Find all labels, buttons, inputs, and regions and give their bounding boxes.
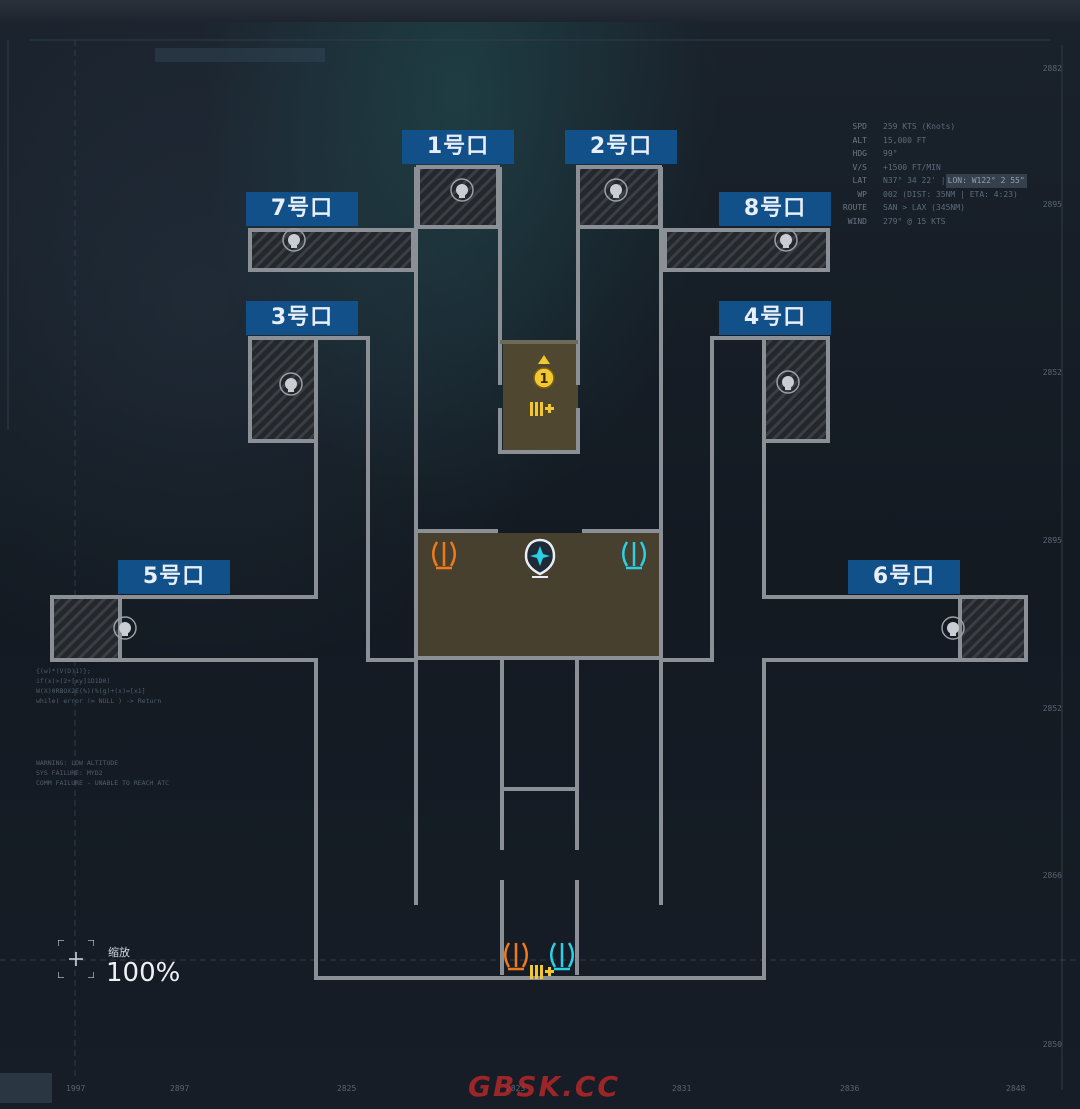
ruler-tick: 2882 xyxy=(1042,64,1062,73)
code-line: SYS FAILURE: MYD2 xyxy=(36,769,103,777)
code-block-1: {(w)*(V(D)1)}; if(x)>(2+[xy]1D1D0) W(X)0… xyxy=(36,666,161,706)
ruler-tick: 2831 xyxy=(672,1084,692,1093)
zoom-crosshair-icon[interactable] xyxy=(58,940,94,978)
hud-key: SPD xyxy=(852,122,867,131)
hud-key: WIND xyxy=(847,216,867,226)
gate-label-3[interactable]: 3号口 xyxy=(246,301,358,335)
corner-block xyxy=(0,1073,52,1103)
code-line: if(x)>(2+[xy]1D1D0) xyxy=(36,677,111,685)
code-line: while( error != NULL ) -> Return xyxy=(36,697,162,705)
compass-beacon-icon[interactable] xyxy=(524,538,556,578)
ruler-tick: 2866 xyxy=(1042,871,1062,880)
hud-value: 002 (DIST: 35NM | ETA: 4:23) xyxy=(883,189,1018,199)
skull-icon xyxy=(113,178,965,640)
gate-label-1[interactable]: 1号口 xyxy=(402,130,514,164)
gate-label-2[interactable]: 2号口 xyxy=(565,130,677,164)
ruler-tick: 2897 xyxy=(170,1084,190,1093)
zoom-title: 缩放 xyxy=(108,946,130,959)
ruler-tick: 2895 xyxy=(1042,200,1062,209)
hud-highlight: LON: W122° 2 55" xyxy=(945,174,1027,188)
ruler-tick: 2852 xyxy=(1042,704,1062,713)
hud-value: +1500 FT/MIN xyxy=(883,162,941,172)
hud-key: ROUTE xyxy=(842,203,867,212)
hud-value: 259 KTS (Knots) xyxy=(883,122,956,131)
zoom-value: 100% xyxy=(106,958,181,988)
watermark: GBSK.CC xyxy=(468,1070,620,1103)
cyan-portal-icon xyxy=(550,541,646,971)
orange-portal-icon xyxy=(432,541,528,971)
gate-label-4[interactable]: 4号口 xyxy=(719,301,831,335)
gate-label-5[interactable]: 5号口 xyxy=(118,560,230,594)
gate-label-7[interactable]: 7号口 xyxy=(246,192,358,226)
grid-lines xyxy=(0,39,1080,1090)
ruler-tick: 2852 xyxy=(1042,368,1062,377)
hud-readout: SPD 259 KTS (Knots) ALT 15,000 FT HDG 99° V… xyxy=(835,120,1065,228)
hud-key: HDG xyxy=(852,149,867,158)
code-block-2: WARNING: LOW ALTITUDE SYS FAILURE: MYD2 … xyxy=(36,758,169,788)
ruler-tick: 1997 xyxy=(66,1084,86,1093)
hud-key: WP xyxy=(857,189,867,199)
hud-value: N37° 34 22' | xyxy=(883,176,946,185)
ruler-tick: 2895 xyxy=(1042,536,1062,545)
objective-number: 1 xyxy=(539,372,548,387)
ruler-tick: 2836 xyxy=(840,1084,860,1093)
code-line: W(X)0RBOX2E(%)(%(g)+(x)=[x1] xyxy=(36,687,146,695)
hud-value: SAN > LAX (345NM) xyxy=(883,203,965,212)
hud-key: ALT xyxy=(852,135,867,145)
code-line: {(w)*(V(D)1)}; xyxy=(36,667,91,675)
hud-value: 15,000 FT xyxy=(883,135,927,145)
gate-label-6[interactable]: 6号口 xyxy=(848,560,960,594)
hud-key: V/S xyxy=(852,162,867,172)
objective-marker[interactable]: 1 xyxy=(533,355,555,389)
top-bar xyxy=(0,0,1080,22)
code-line: COMM FAILURE - UNABLE TO REACH ATC xyxy=(36,779,170,787)
ruler-tick: 2825 xyxy=(337,1084,357,1093)
ruler-tick: 2848 xyxy=(1006,1084,1026,1093)
ruler-tick: 2823 xyxy=(506,1084,526,1093)
ammo-plus-icon xyxy=(530,402,554,979)
objective-room xyxy=(503,342,578,450)
hud-key: LAT xyxy=(852,176,867,185)
hud-value: 99° xyxy=(883,149,898,158)
gate-label-8[interactable]: 8号口 xyxy=(719,192,831,226)
top-accent-bar xyxy=(155,48,325,62)
ruler-tick: 2850 xyxy=(1042,1040,1062,1049)
hud-value: 279° @ 15 KTS xyxy=(883,216,946,226)
code-line: WARNING: LOW ALTITUDE xyxy=(36,759,119,767)
